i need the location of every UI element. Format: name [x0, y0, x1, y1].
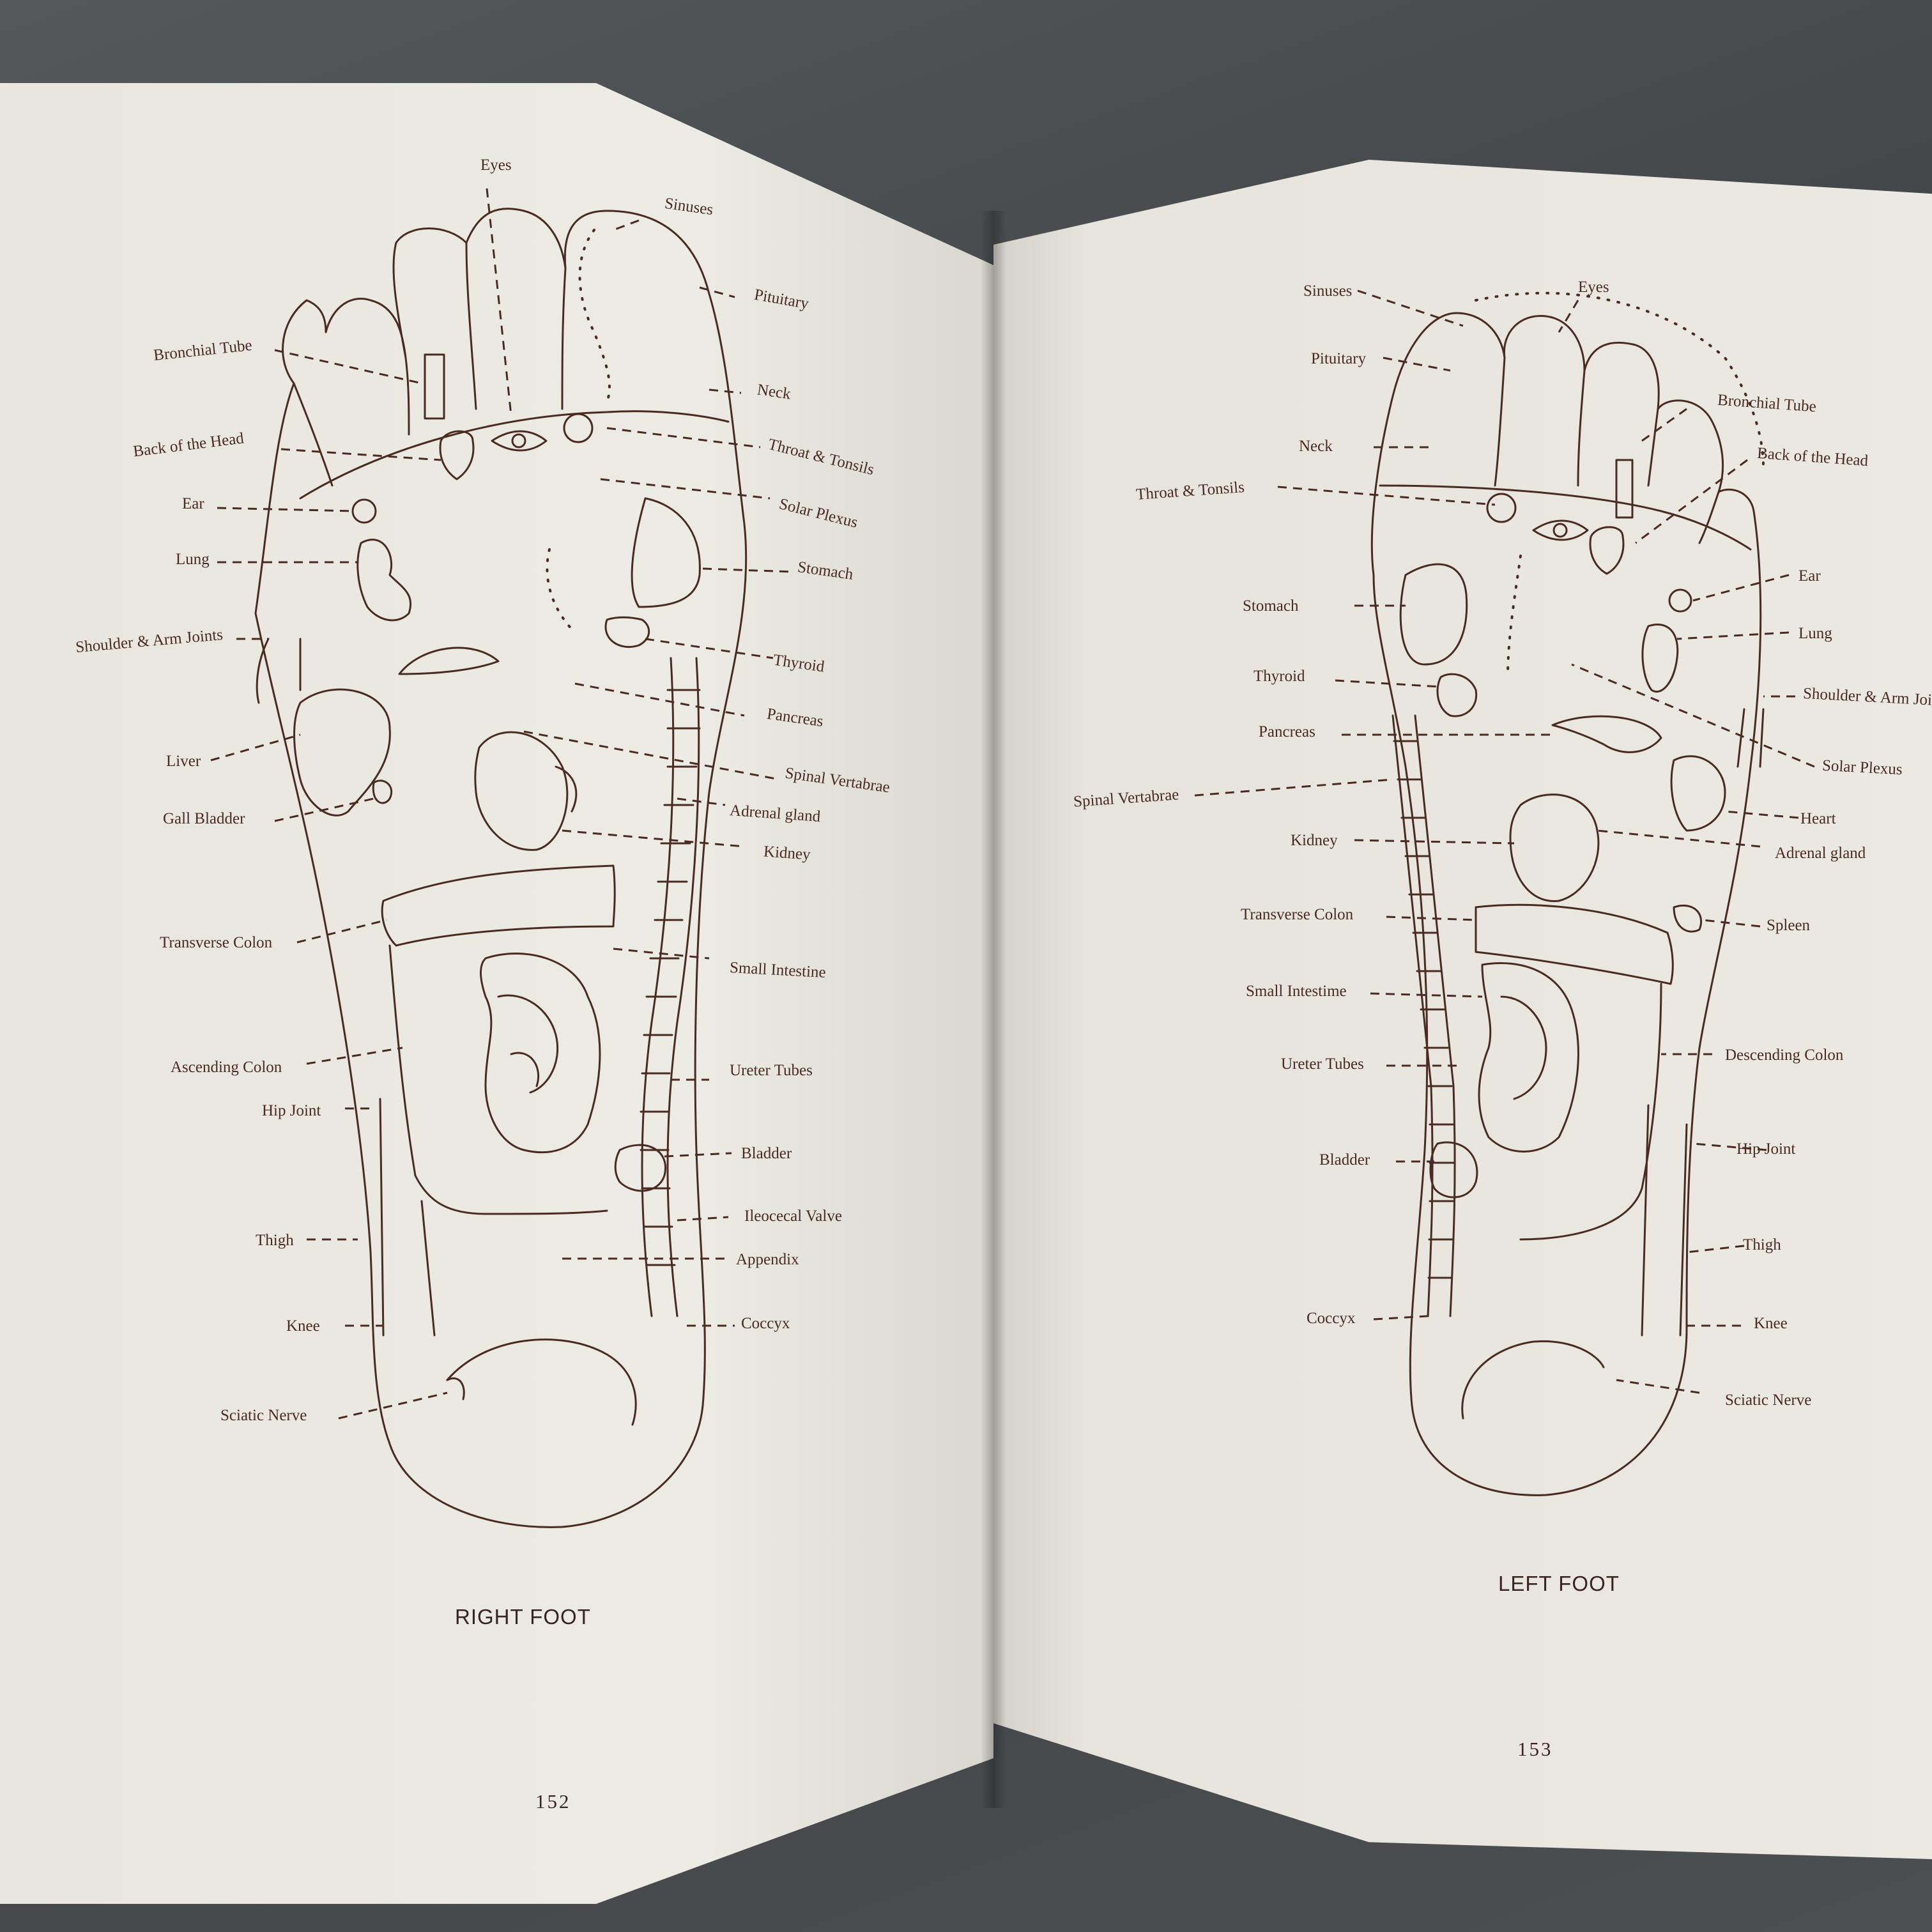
right-foot-outline: [254, 208, 747, 1528]
label-heart-left: Heart: [1800, 810, 1836, 827]
label-gall-bladder: Gall Bladder: [163, 810, 245, 827]
label-neck-left: Neck: [1299, 438, 1333, 455]
label-hip-joint-left: Hip Joint: [1736, 1140, 1796, 1158]
label-spleen-left: Spleen: [1767, 917, 1811, 934]
right-transverse-colon: [381, 864, 616, 947]
label-knee-left: Knee: [1754, 1315, 1788, 1332]
label-coccyx-left: Coccyx: [1307, 1310, 1356, 1327]
label-lung-left: Lung: [1798, 625, 1832, 642]
label-lung: Lung: [176, 551, 210, 568]
page-number-152: 152: [535, 1790, 571, 1813]
label-sciatic-nerve: Sciatic Nerve: [220, 1407, 307, 1424]
book-gutter: [981, 211, 1006, 1808]
label-ureter-tubes: Ureter Tubes: [730, 1062, 813, 1079]
right-small-intestine: [480, 953, 601, 1154]
label-ascending-colon: Ascending Colon: [171, 1059, 282, 1076]
label-liver: Liver: [166, 753, 201, 770]
label-bladder-left: Bladder: [1319, 1151, 1370, 1169]
page-number-153: 153: [1517, 1738, 1553, 1760]
left-page: [0, 83, 993, 1904]
label-knee: Knee: [286, 1317, 320, 1335]
label-bladder: Bladder: [741, 1145, 792, 1162]
label-pituitary-left: Pituitary: [1311, 350, 1367, 367]
label-sciatic-nerve-left: Sciatic Nerve: [1725, 1392, 1812, 1409]
left-stomach-shape: [1399, 563, 1468, 666]
label-descending-colon-left: Descending Colon: [1725, 1046, 1844, 1064]
left-small-intestine: [1478, 962, 1579, 1153]
label-coccyx: Coccyx: [741, 1315, 790, 1332]
right-liver-shape: [293, 688, 391, 816]
left-foot-outline: [1370, 312, 1762, 1496]
right-stomach-shape: [631, 497, 701, 608]
label-appendix: Appendix: [736, 1251, 799, 1268]
left-foot-caption: LEFT FOOT: [1498, 1572, 1620, 1595]
right-foot-caption: RIGHT FOOT: [455, 1605, 591, 1629]
label-eyes-left: Eyes: [1578, 279, 1609, 296]
label-thigh-left: Thigh: [1743, 1236, 1781, 1254]
label-transverse-colon: Transverse Colon: [160, 934, 273, 951]
label-transverse-colon-left: Transverse Colon: [1241, 906, 1354, 923]
label-adrenal-gland-left: Adrenal gland: [1775, 845, 1866, 862]
right-page: [993, 160, 1932, 1859]
label-kidney: Kidney: [763, 843, 811, 864]
label-kidney-left: Kidney: [1291, 832, 1338, 849]
label-eyes: Eyes: [480, 157, 512, 174]
left-transverse-colon: [1475, 903, 1674, 985]
label-hip-joint: Hip Joint: [262, 1102, 321, 1119]
label-sinuses-left: Sinuses: [1303, 282, 1353, 300]
label-ear: Ear: [182, 495, 204, 512]
label-ear-left: Ear: [1798, 567, 1821, 585]
left-kidney-shape: [1509, 793, 1600, 902]
label-thyroid-left: Thyroid: [1254, 668, 1305, 685]
label-stomach-left: Stomach: [1243, 597, 1299, 615]
label-ileocecal-valve: Ileocecal Valve: [744, 1208, 842, 1225]
right-spine: [640, 657, 701, 1317]
label-pancreas-left: Pancreas: [1259, 723, 1315, 740]
right-kidney-shape: [474, 731, 569, 851]
label-thigh: Thigh: [256, 1232, 294, 1249]
label-ureter-tubes-left: Ureter Tubes: [1281, 1055, 1364, 1073]
left-spine: [1392, 714, 1456, 1317]
label-small-intestine-left: Small Intestime: [1246, 983, 1347, 1000]
left-heart-shape: [1670, 755, 1726, 832]
